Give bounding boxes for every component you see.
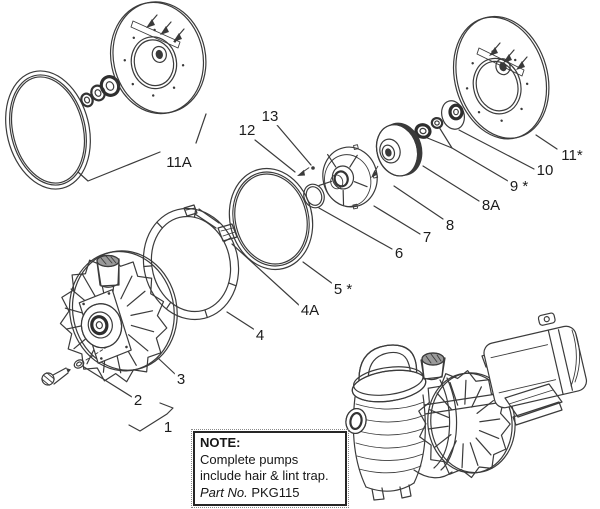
shaft-seal-parts-left — [80, 75, 121, 108]
seal-plate-11 — [452, 15, 550, 140]
leader-lines — [77, 113, 558, 432]
trap-union-port — [420, 352, 446, 381]
pump-housing-3 — [59, 250, 178, 383]
note-part-number-line: Part No. PKG115 — [200, 485, 340, 502]
motor — [483, 312, 588, 409]
impeller-8 — [375, 122, 423, 177]
clamp-ring-4 — [142, 204, 240, 321]
callout-7: 7 — [420, 229, 434, 247]
callout-8: 8 — [443, 217, 457, 235]
hair-lint-trap — [345, 344, 453, 501]
motor-base — [504, 383, 563, 426]
callout-8a: 8A — [479, 197, 503, 215]
callout-4a: 4A — [298, 302, 322, 320]
seal-plate-11a — [109, 1, 207, 115]
note-part-label: Part No. — [200, 484, 248, 500]
callout-12: 12 — [236, 122, 258, 140]
oring-seal-plate-kit — [5, 70, 91, 190]
note-line2: include hair & lint trap. — [200, 468, 329, 483]
callout-10: 10 — [534, 162, 556, 180]
oring-5 — [228, 167, 314, 271]
clamp-knob-4a — [217, 223, 238, 242]
callout-11a: 11A — [164, 154, 194, 172]
callout-4: 4 — [253, 327, 267, 345]
note-box: NOTE: Complete pumps include hair & lint… — [191, 429, 349, 508]
callout-3: 3 — [174, 371, 188, 389]
seal-part-10 — [441, 100, 465, 130]
bracket-item-1 — [128, 402, 174, 432]
diffuser-7 — [318, 144, 381, 210]
drain-plug-2 — [41, 346, 108, 386]
note-line1: Complete pumps — [200, 451, 299, 467]
callout-9: 9 * — [507, 178, 531, 196]
assembled-pump — [345, 312, 588, 501]
shaft-seal-9 — [414, 117, 444, 139]
note-part-number: PKG115 — [251, 484, 300, 500]
callout-5: 5 * — [331, 281, 355, 299]
screws-12-13 — [296, 164, 315, 179]
callout-13: 13 — [259, 108, 281, 126]
callout-11: 11* — [559, 147, 585, 165]
callout-2: 2 — [131, 392, 145, 410]
callout-6: 6 — [392, 245, 406, 263]
callout-1: 1 — [161, 419, 175, 437]
note-title: NOTE: — [200, 435, 241, 450]
housing-top-port — [96, 254, 120, 288]
